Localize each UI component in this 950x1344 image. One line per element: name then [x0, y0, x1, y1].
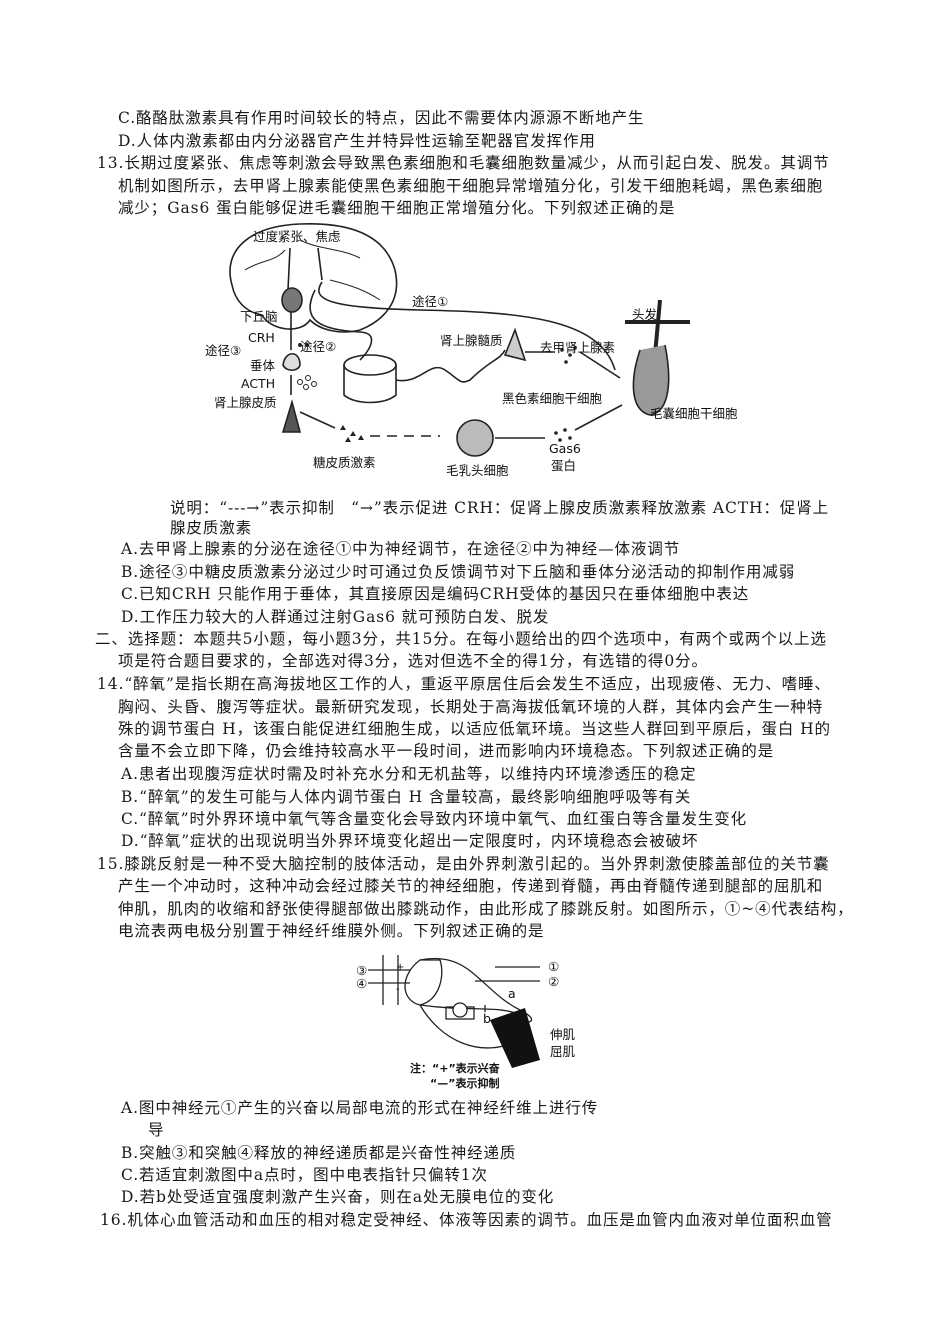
q15-stem-line: 15.膝跳反射是一种不受大脑控制的肢体活动，是由外界刺激引起的。当外界刺激使膝盖…: [97, 855, 830, 873]
label-pathway3: 途径③: [205, 343, 242, 358]
q14-stem-line: 14.“醉氧”是指长期在高海拔地区工作的人，重返平原居住后会发生不适应，出现疲倦…: [97, 675, 831, 693]
section-2-heading: 二、选择题：本题共5小题，每小题3分，共15分。在每小题给出的四个选项中，有两个…: [95, 630, 827, 648]
q15-option-b: B.突触③和突触④释放的神经递质都是兴奋性神经递质: [121, 1144, 517, 1162]
label-extensor: 伸肌: [550, 1027, 576, 1042]
q14-stem-line: 含量不会立即下降，仍会维持较高水平一段时间，进而影响内环境稳态。下列叙述正确的是: [118, 742, 775, 760]
label-acth: ACTH: [241, 376, 276, 391]
label-pituitary: 垂体: [250, 358, 276, 373]
label-point-b: b: [483, 1011, 491, 1026]
q13-option-a: A.去甲肾上腺素的分泌在途径①中为神经调节，在途径②中为神经—体液调节: [121, 540, 681, 558]
q14-option-a: A.患者出现腹泻症状时需及时补充水分和无机盐等，以维持内环境渗透压的稳定: [121, 765, 697, 783]
section-2-heading-cont: 项是符合题目要求的，全部选对得3分，选对但选不全的得1分，有选错的得0分。: [118, 652, 708, 670]
q13-note-line: 腺皮质激素: [170, 519, 253, 537]
q15-stem-line: 伸肌，肌肉的收缩和舒张使得腿部做出膝跳动作，由此形成了膝跳反射。如图所示，①~④…: [118, 900, 854, 918]
label-structure-1: ①: [548, 959, 560, 974]
label-melanocyte-stem: 黑色素细胞干细胞: [502, 391, 603, 406]
label-adrenal-medulla: 肾上腺髓质: [440, 333, 503, 348]
label-gas6: Gas6: [549, 441, 581, 456]
q15-option-a: A.图中神经元①产生的兴奋以局部电流的形式在神经纤维上进行传: [121, 1099, 599, 1117]
label-structure-2: ②: [548, 974, 560, 989]
q12-option-d: D.人体内激素都由内分泌器官产生并特异性运输至靶器官发挥作用: [118, 132, 596, 150]
q14-option-c: C.“醉氧”时外界环境中氧气等含量变化会导致内环境中氧气、血红蛋白等含量发生变化: [121, 810, 748, 828]
q14-option-d: D.“醉氧”症状的出现说明当外界环境变化超出一定限度时，内环境稳态会被破坏: [121, 832, 699, 850]
q16-stem-line: 16.机体心血管活动和血压的相对稳定受神经、体液等因素的调节。血压是血管内血液对…: [100, 1211, 833, 1229]
label-flexor: 屈肌: [550, 1044, 576, 1059]
q12-option-c: C.酪酪肽激素具有作用时间较长的特点，因此不需要体内源源不断地产生: [118, 109, 645, 127]
q15-option-d: D.若b处受适宜强度刺激产生兴奋，则在a处无膜电位的变化: [121, 1188, 555, 1206]
q15-option-a-cont: 导: [148, 1121, 165, 1139]
q13-option-b: B.途径③中糖皮质激素分泌过少时可通过负反馈调节对下丘脑和垂体分泌活动的抑制作用…: [121, 563, 796, 581]
label-protein: 蛋白: [551, 458, 577, 473]
q14-stem-line: 殊的调节蛋白 H，该蛋白能促进红细胞生成，以适应低氧环境。当这些人群回到平原后，…: [118, 720, 831, 738]
q15-option-c: C.若适宜刺激图中a点时，图中电表指针只偏转1次: [121, 1166, 488, 1184]
label-hypothalamus: 下丘脑: [240, 309, 278, 324]
q13-option-d: D.工作压力较大的人群通过注射Gas6 就可预防白发、脱发: [121, 608, 550, 626]
label-glucocorticoid: 糖皮质激素: [313, 455, 376, 470]
label-stress: 过度紧张、焦虑: [253, 229, 341, 244]
q15-stem-line: 产生一个冲动时，这种冲动会经过膝关节的神经细胞，传递到脊髓，再由脊髓传递到腿部的…: [118, 877, 824, 895]
label-plus: +: [396, 962, 405, 973]
q14-stem-line: 胸闷、头昏、腹泻等症状。最新研究发现，长期处于高海拔低氧环境的人群，其体内会产生…: [118, 698, 824, 716]
q13-note-line: 说明：“---→”表示抑制 “→”表示促进 CRH：促肾上腺皮质激素释放激素 A…: [170, 499, 829, 517]
label-adrenal-cortex: 肾上腺皮质: [214, 395, 277, 410]
q15-stem-line: 电流表两电极分别置于神经纤维膜外侧。下列叙述正确的是: [118, 922, 545, 940]
label-hair: 头发: [632, 307, 658, 322]
label-pathway2: 途径②: [300, 339, 337, 354]
label-papilla-cell: 毛乳头细胞: [446, 463, 509, 478]
label-norepinephrine: 去甲肾上腺素: [540, 340, 616, 355]
label-pathway1: 途径①: [412, 294, 449, 309]
label-structure-3: ③: [356, 963, 368, 978]
q13-stem-line: 减少；Gas6 蛋白能够促进毛囊细胞干细胞正常增殖分化。下列叙述正确的是: [118, 199, 676, 217]
figure-note-excitation: 注：“+”表示兴奋: [410, 1062, 500, 1075]
label-follicle-stem: 毛囊细胞干细胞: [650, 406, 738, 421]
q14-option-b: B.“醉氧”的发生可能与人体内调节蛋白 H 含量较高，最终影响细胞呼吸等有关: [121, 788, 692, 806]
label-minus: -: [396, 984, 400, 995]
brain-outline: [229, 223, 398, 333]
q13-option-c: C.已知CRH 只能作用于垂体，其直接原因是编码CRH受体的基因只在垂体细胞中表…: [121, 585, 750, 603]
q13-stem-line: 13.长期过度紧张、焦虑等刺激会导致黑色素细胞和毛囊细胞数量减少，从而引起白发、…: [97, 154, 830, 172]
q13-stem-line: 机制如图所示，去甲肾上腺素能使黑色素细胞干细胞异常增殖分化，引发干细胞耗竭，黑色…: [118, 177, 824, 195]
label-point-a: a: [508, 986, 516, 1001]
label-crh: CRH: [248, 330, 275, 345]
figure-note-inhibition: “—”表示抑制: [430, 1077, 500, 1090]
label-structure-4: ④: [356, 976, 368, 991]
